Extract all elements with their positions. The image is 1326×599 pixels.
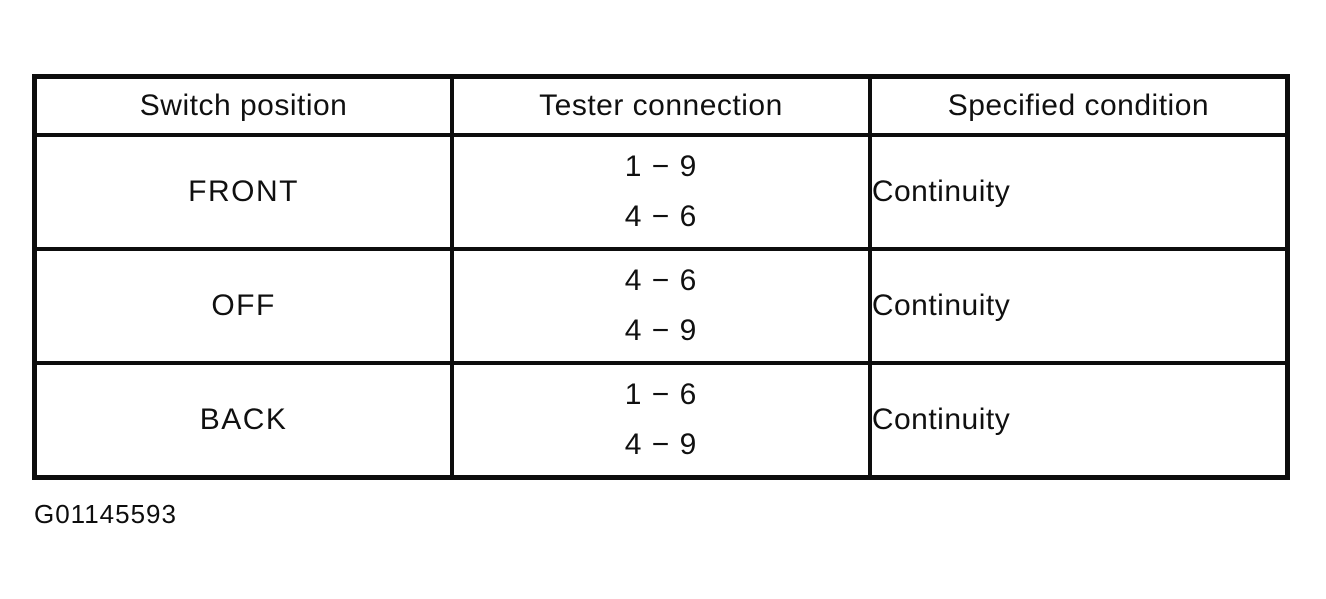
tester-connection-cell: 4 − 6 4 − 9 bbox=[450, 246, 872, 366]
figure-id-label: G01145593 bbox=[34, 499, 177, 529]
specified-condition-cell: Continuity bbox=[867, 132, 1290, 251]
switch-position-cell: BACK bbox=[32, 361, 455, 480]
col-header-switch-position: Switch position bbox=[32, 74, 455, 137]
tester-connection-line: 1 − 6 bbox=[624, 378, 698, 412]
table-header-row: Switch position Tester connection Specif… bbox=[32, 74, 1290, 137]
tester-connection-cell: 1 − 9 4 − 6 bbox=[450, 132, 872, 251]
col-header-specified-condition: Specified condition bbox=[867, 74, 1290, 137]
table-row-front: FRONT 1 − 9 4 − 6 Continuity bbox=[32, 132, 1290, 251]
tester-connection-line: 4 − 9 bbox=[624, 313, 698, 347]
table-row-off: OFF 4 − 6 4 − 9 Continuity bbox=[32, 246, 1290, 366]
switch-continuity-table-container: Switch position Tester connection Specif… bbox=[32, 74, 1290, 480]
tester-connection-line: 4 − 9 bbox=[624, 428, 698, 462]
switch-position-cell: OFF bbox=[32, 246, 455, 366]
tester-connection-line: 4 − 6 bbox=[624, 199, 698, 233]
switch-continuity-table: Switch position Tester connection Specif… bbox=[32, 74, 1290, 480]
tester-connection-line: 4 − 6 bbox=[624, 263, 698, 297]
tester-connection-line: 1 − 9 bbox=[624, 149, 698, 183]
specified-condition-cell: Continuity bbox=[867, 246, 1290, 366]
table-row-back: BACK 1 − 6 4 − 9 Continuity bbox=[32, 361, 1290, 480]
tester-connection-cell: 1 − 6 4 − 9 bbox=[450, 361, 872, 480]
switch-position-cell: FRONT bbox=[32, 132, 455, 251]
col-header-tester-connection: Tester connection bbox=[450, 74, 872, 137]
specified-condition-cell: Continuity bbox=[867, 361, 1290, 480]
